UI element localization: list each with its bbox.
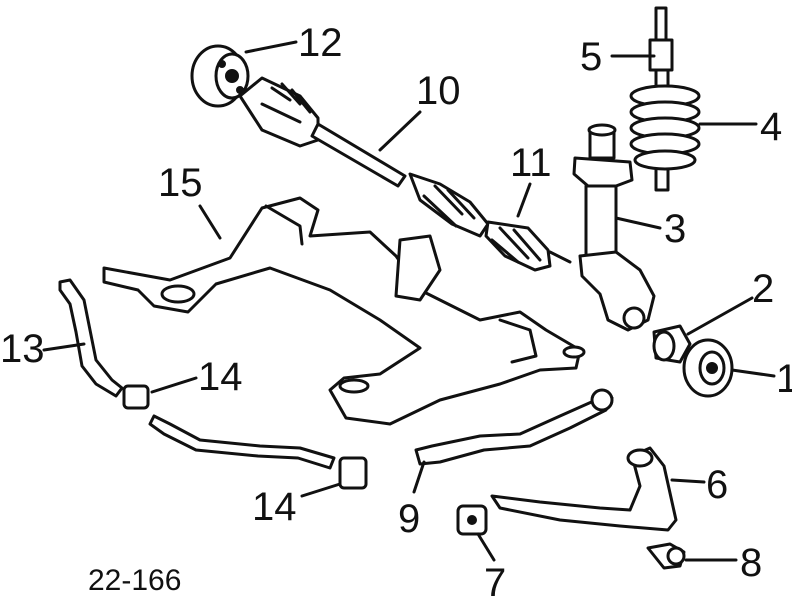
callout-labels: 1 2 3 4 5 6 7 8 9 10 11 12 13 14 14 15 xyxy=(0,21,792,600)
callout-15: 15 xyxy=(158,161,203,205)
leader-11 xyxy=(516,182,532,218)
part-9-link-arm xyxy=(414,388,614,466)
part-3-strut-body xyxy=(572,123,634,258)
part-8-ball-joint xyxy=(646,542,686,570)
callout-4: 4 xyxy=(760,105,782,149)
callout-14b: 14 xyxy=(252,485,297,529)
part-14-bushing-lower xyxy=(338,456,368,490)
steering-knuckle xyxy=(578,250,656,332)
leader-10 xyxy=(378,110,422,152)
part-1-hub xyxy=(682,338,734,398)
reference-code: 22-166 xyxy=(88,564,181,597)
leader-6 xyxy=(670,478,706,484)
callout-2: 2 xyxy=(752,267,774,311)
callout-7: 7 xyxy=(484,561,506,600)
part-15-subframe xyxy=(102,196,586,426)
callout-8: 8 xyxy=(740,541,762,585)
leader-14b xyxy=(300,482,342,498)
leader-14a xyxy=(150,376,198,394)
callout-12: 12 xyxy=(298,21,343,65)
callout-13: 13 xyxy=(0,327,45,371)
callout-1: 1 xyxy=(776,357,792,401)
stabilizer-bar xyxy=(148,414,336,470)
leader-1 xyxy=(730,368,776,378)
callout-11: 11 xyxy=(510,141,552,185)
leader-9 xyxy=(412,460,426,494)
callout-6: 6 xyxy=(706,463,728,507)
leader-lines xyxy=(42,40,776,562)
part-2-wheel-bearing xyxy=(652,324,692,364)
leader-13 xyxy=(42,342,86,352)
callout-10: 10 xyxy=(416,69,461,113)
part-14-bushing-upper xyxy=(122,384,150,410)
part-4-coil-spring xyxy=(629,84,701,171)
part-12-flange xyxy=(190,44,250,108)
callout-3: 3 xyxy=(664,207,686,251)
leader-7 xyxy=(476,532,496,562)
callout-14a: 14 xyxy=(198,355,243,399)
part-7-bushing xyxy=(456,504,488,536)
leader-12 xyxy=(244,40,298,54)
callout-5: 5 xyxy=(580,35,602,79)
part-13-stabilizer-end xyxy=(58,278,124,398)
leader-2 xyxy=(686,296,754,336)
part-10-drive-shaft xyxy=(238,76,572,272)
leader-3 xyxy=(614,216,662,230)
part-6-control-arm xyxy=(490,446,678,532)
leader-15 xyxy=(198,204,222,240)
callout-9: 9 xyxy=(398,497,420,541)
